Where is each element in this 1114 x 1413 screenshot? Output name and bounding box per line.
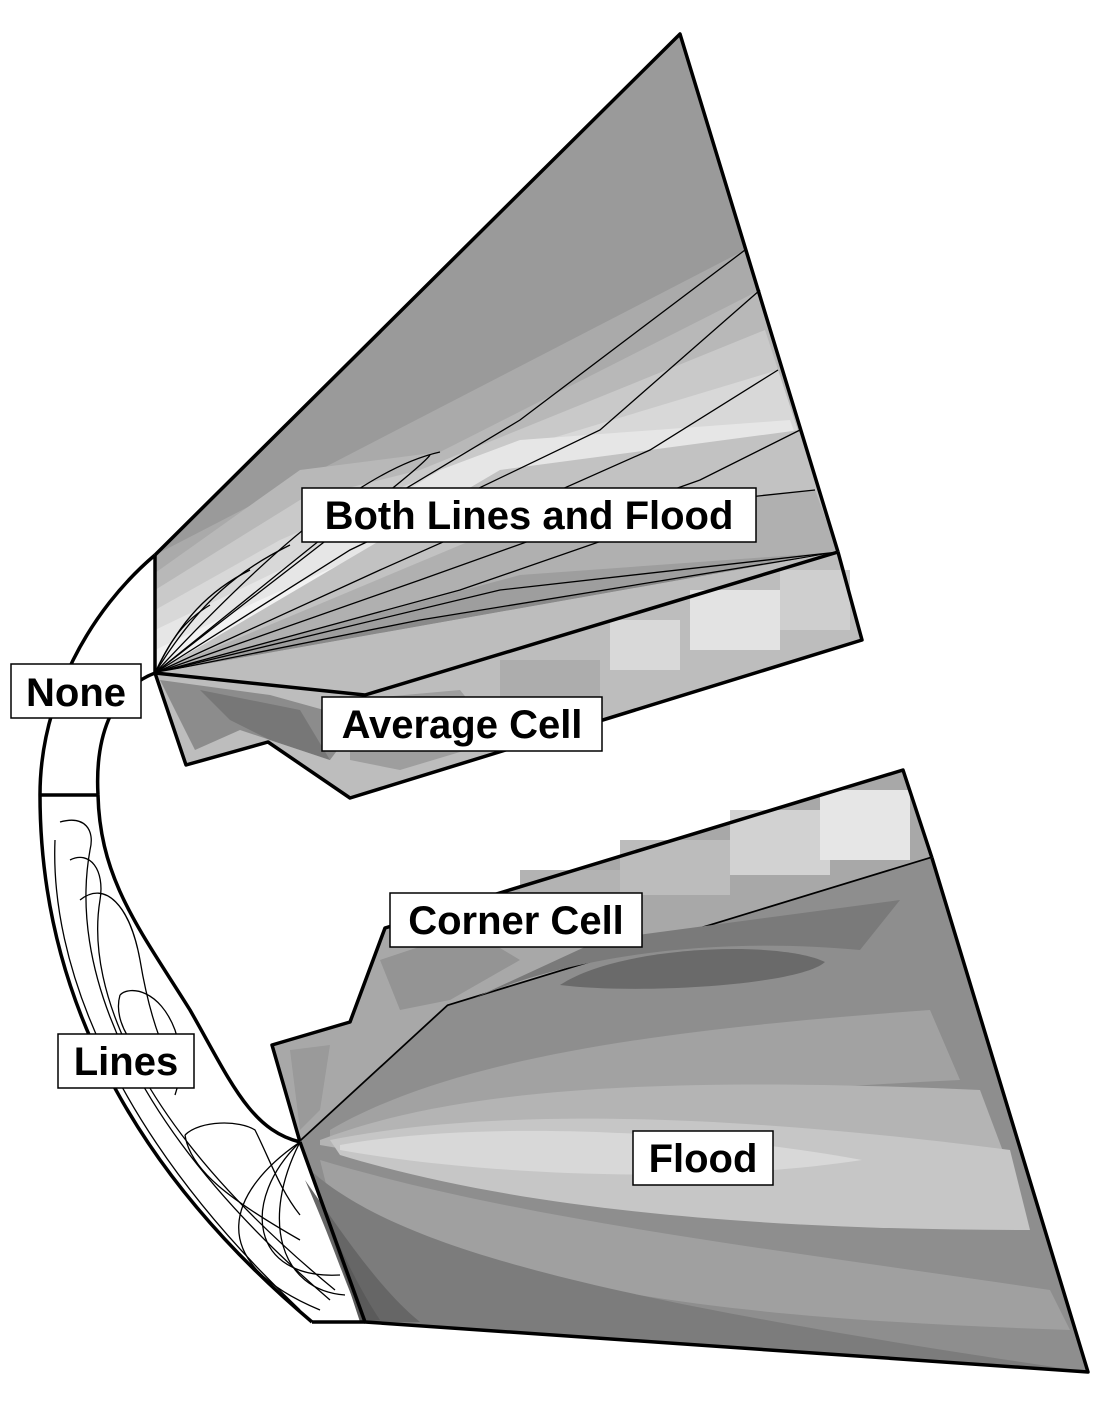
label-average-cell: Average Cell <box>321 696 603 752</box>
label-none-text: None <box>26 671 126 715</box>
label-average-text: Average Cell <box>342 703 583 747</box>
label-both-lines-and-flood: Both Lines and Flood <box>301 487 757 543</box>
label-flood: Flood <box>632 1130 774 1186</box>
label-corner-cell: Corner Cell <box>389 892 643 948</box>
lines-contours <box>54 819 346 1311</box>
label-lines-text: Lines <box>74 1040 178 1084</box>
label-both-text: Both Lines and Flood <box>325 494 734 538</box>
flood-zone <box>298 857 1090 1374</box>
label-lines: Lines <box>57 1033 195 1089</box>
label-none: None <box>10 663 142 719</box>
label-flood-text: Flood <box>649 1137 758 1181</box>
label-corner-text: Corner Cell <box>408 899 624 943</box>
